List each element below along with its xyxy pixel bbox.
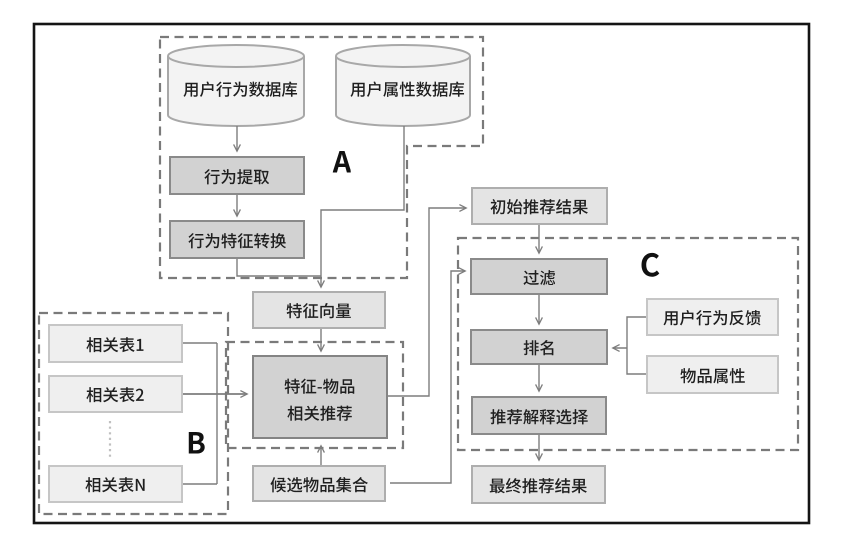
- connectors: [183, 126, 646, 485]
- item-attributes-label: 物品属性: [680, 362, 746, 384]
- ranking-label: 排名: [523, 335, 556, 356]
- candidate-item-set-box: 候选物品集合: [252, 465, 386, 502]
- filter-label: 过滤: [523, 264, 556, 286]
- related-table-n-box: 相关表N: [48, 465, 183, 503]
- recommendation-explanation-selection-label: 推荐解释选择: [490, 403, 588, 425]
- user-attribute-database-label: 用户属性数据库: [350, 76, 465, 98]
- initial-recommendation-result-label: 初始推荐结果: [490, 194, 589, 215]
- edge-feature-conversion-to-feature-vector: [236, 259, 321, 277]
- behavior-feature-conversion-box: 行为特征转换: [169, 220, 305, 259]
- final-recommendation-result-box: 最终推荐结果: [471, 465, 606, 504]
- behavior-extraction-label: 行为提取: [204, 163, 270, 185]
- edge-candidate-item-set-to-filter: [390, 267, 467, 484]
- region-b-outline: [37, 311, 230, 516]
- outer-frame: [32, 22, 811, 525]
- region-c-label: C: [639, 244, 659, 280]
- behavior-extraction-box: 行为提取: [169, 156, 305, 195]
- edge-attribute-db-to-feature-vector: [317, 126, 405, 289]
- item-attributes-box: 物品属性: [646, 355, 779, 394]
- related-table-2-box: 相关表2: [48, 375, 183, 413]
- user-behavior-database: 用户行为数据库: [168, 45, 304, 126]
- feature-item-recommendation-box: 特征-物品相关推荐: [252, 355, 388, 439]
- related-table-2-label: 相关表2: [86, 382, 145, 403]
- user-behavior-feedback-box: 用户行为反馈: [646, 298, 779, 336]
- user-attribute-database: 用户属性数据库: [336, 45, 470, 126]
- edge-feature-item-recommendation-to-initial-result: [388, 204, 468, 397]
- user-behavior-database-label: 用户行为数据库: [183, 76, 298, 98]
- feature-vector-label: 特征向量: [286, 298, 352, 319]
- related-table-1-box: 相关表1: [48, 324, 183, 363]
- behavior-feature-conversion-label: 行为特征转换: [188, 227, 286, 249]
- edge-related-tables-merge: [183, 342, 218, 485]
- user-behavior-feedback-label: 用户行为反馈: [663, 305, 762, 326]
- candidate-item-set-label: 候选物品集合: [270, 471, 368, 493]
- feature-item-recommendation-label-line2: 相关推荐: [287, 400, 353, 421]
- initial-recommendation-result-box: 初始推荐结果: [471, 187, 608, 225]
- filter-box: 过滤: [470, 258, 608, 295]
- final-recommendation-result-label: 最终推荐结果: [489, 472, 588, 494]
- related-table-n-label: 相关表N: [85, 472, 146, 493]
- recommendation-explanation-selection-box: 推荐解释选择: [471, 396, 607, 435]
- region-a-outline: [158, 35, 485, 280]
- feature-item-recommendation-label-line1: 特征-物品: [284, 373, 355, 394]
- ranking-box: 排名: [470, 329, 608, 365]
- feature-item-recommendation-outline: [224, 340, 405, 450]
- edge-feedback-attributes-to-ranking: [613, 316, 646, 375]
- feature-vector-box: 特征向量: [252, 291, 386, 329]
- region-b-label: B: [186, 423, 206, 457]
- region-a-label: A: [332, 142, 351, 176]
- user-behavior-database-shape: [167, 44, 305, 127]
- related-table-1-label: 相关表1: [86, 331, 145, 353]
